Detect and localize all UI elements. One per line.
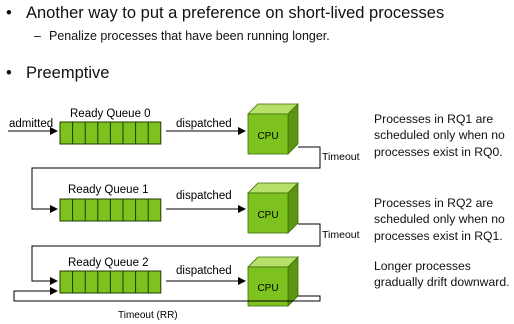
cpu-1: CPU bbox=[247, 182, 299, 234]
dispatched-label-0: dispatched bbox=[176, 118, 232, 130]
note-line: gradually drift downward. bbox=[374, 275, 510, 290]
cpu-1-label: CPU bbox=[257, 210, 278, 221]
ready-queue-1: Ready Queue 1 bbox=[59, 184, 162, 222]
bullet-short-lived: • Another way to put a preference on shor… bbox=[6, 4, 444, 23]
dispatched-label-1: dispatched bbox=[176, 190, 232, 202]
sub-bullet-text: Penalize processes that have been runnin… bbox=[49, 29, 330, 43]
timeout-label-0: Timeout bbox=[322, 151, 360, 163]
queue-2-label: Ready Queue 2 bbox=[68, 257, 149, 269]
cpu-0-label: CPU bbox=[257, 131, 278, 142]
sub-bullet-marker: – bbox=[34, 29, 41, 43]
timeout-label-1: Timeout bbox=[322, 229, 360, 241]
note-line: processes exist in RQ0. bbox=[374, 144, 503, 159]
timeout-path-0 bbox=[31, 146, 321, 213]
note-rq3: Longer processes gradually drift downwar… bbox=[374, 258, 510, 291]
timeout-path-2 bbox=[13, 287, 321, 302]
bullet-marker: • bbox=[6, 64, 12, 82]
sub-bullet-penalize: –Penalize processes that have been runni… bbox=[34, 29, 330, 43]
note-line: Processes in RQ2 are bbox=[374, 196, 494, 210]
queue-1-cells bbox=[59, 198, 162, 222]
note-line: Processes in RQ1 are bbox=[374, 112, 494, 126]
cpu-2-front bbox=[247, 266, 289, 307]
queue-2-cells bbox=[59, 270, 162, 294]
bullet-marker: • bbox=[6, 4, 12, 22]
bullet-text: Preemptive bbox=[26, 64, 110, 82]
note-rq1: Processes in RQ1 are scheduled only when… bbox=[374, 111, 505, 160]
bullet-text: Another way to put a preference on short… bbox=[26, 4, 445, 22]
timeout-path-1 bbox=[31, 223, 321, 285]
ready-queue-0: Ready Queue 0 bbox=[59, 108, 162, 145]
note-line: processes exist in RQ1. bbox=[374, 228, 503, 243]
queue-0-label: Ready Queue 0 bbox=[70, 108, 151, 120]
note-line: Longer processes bbox=[374, 259, 471, 273]
cpu-2: CPU bbox=[247, 256, 299, 307]
cpu-1-front bbox=[247, 192, 289, 234]
admitted-label: admitted bbox=[9, 118, 53, 130]
dispatched-label-2: dispatched bbox=[176, 265, 232, 277]
cpu-0-front bbox=[247, 113, 289, 155]
ready-queue-2: Ready Queue 2 bbox=[59, 257, 162, 294]
note-line: scheduled only when no bbox=[374, 212, 505, 227]
cpu-0: CPU bbox=[247, 103, 299, 155]
note-line: scheduled only when no bbox=[374, 128, 505, 143]
queue-0-cells bbox=[59, 121, 162, 145]
bullet-preemptive: • Preemptive bbox=[6, 64, 109, 83]
queue-1-label: Ready Queue 1 bbox=[68, 184, 149, 196]
cpu-2-label: CPU bbox=[257, 283, 278, 294]
note-rq2: Processes in RQ2 are scheduled only when… bbox=[374, 195, 505, 244]
timeout-label-2: Timeout (RR) bbox=[118, 310, 178, 321]
